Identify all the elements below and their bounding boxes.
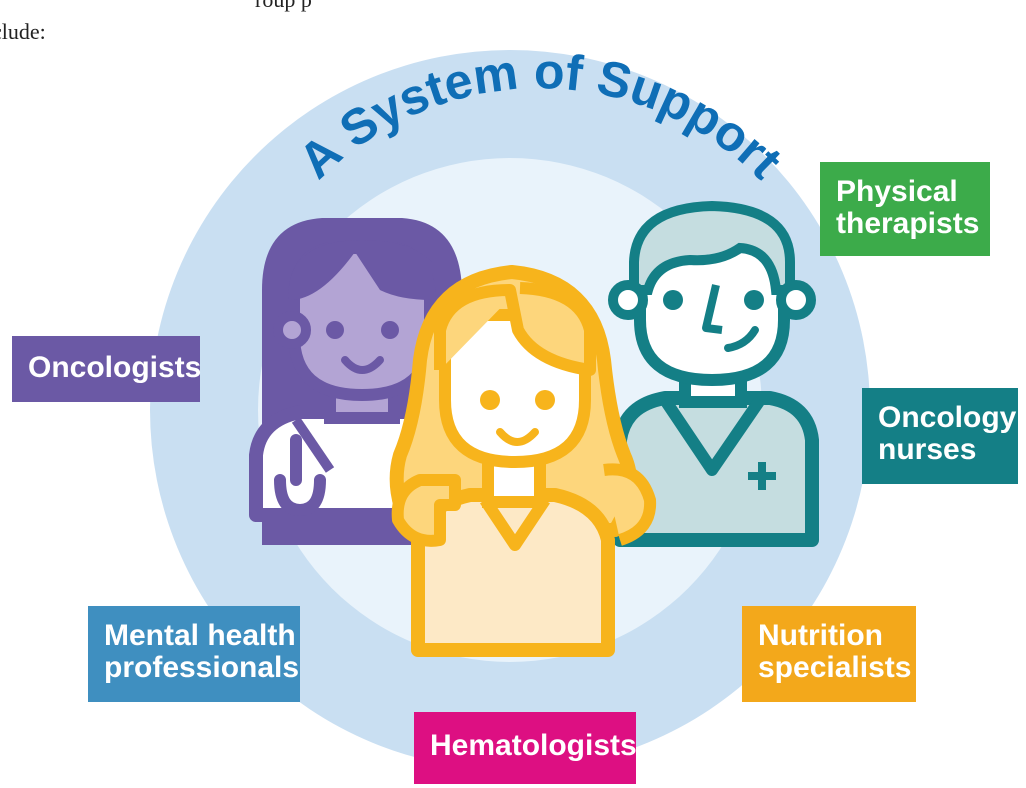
label-nutrition-specialists: Nutrition specialists — [742, 606, 916, 702]
nurse-figure-icon — [608, 200, 819, 547]
mental-health-line-1: Mental health — [104, 619, 296, 652]
intro-line-1: roup p — [255, 0, 312, 14]
oncology-nurses-line-2: nurses — [878, 433, 977, 466]
physical-therapists-line-1: Physical — [836, 175, 958, 208]
label-oncologists: Oncologists — [12, 336, 202, 402]
label-oncology-nurses: Oncology nurses — [862, 388, 1018, 484]
nutrition-line-1: Nutrition — [758, 619, 883, 652]
intro-line-2: clude: — [0, 19, 46, 44]
mental-health-line-2: professionals — [104, 651, 300, 684]
oncology-nurses-line-1: Oncology — [878, 401, 1017, 434]
label-hematologists: Hematologists — [414, 712, 637, 784]
hematologists-text: Hematologists — [430, 729, 637, 762]
label-mental-health-professionals: Mental health professionals — [88, 606, 300, 702]
oncologists-text: Oncologists — [28, 351, 202, 384]
physical-therapists-line-2: therapists — [836, 207, 980, 240]
woman-figure-icon — [389, 265, 657, 657]
nutrition-line-2: specialists — [758, 651, 912, 684]
label-physical-therapists: Physical therapists — [820, 162, 990, 256]
